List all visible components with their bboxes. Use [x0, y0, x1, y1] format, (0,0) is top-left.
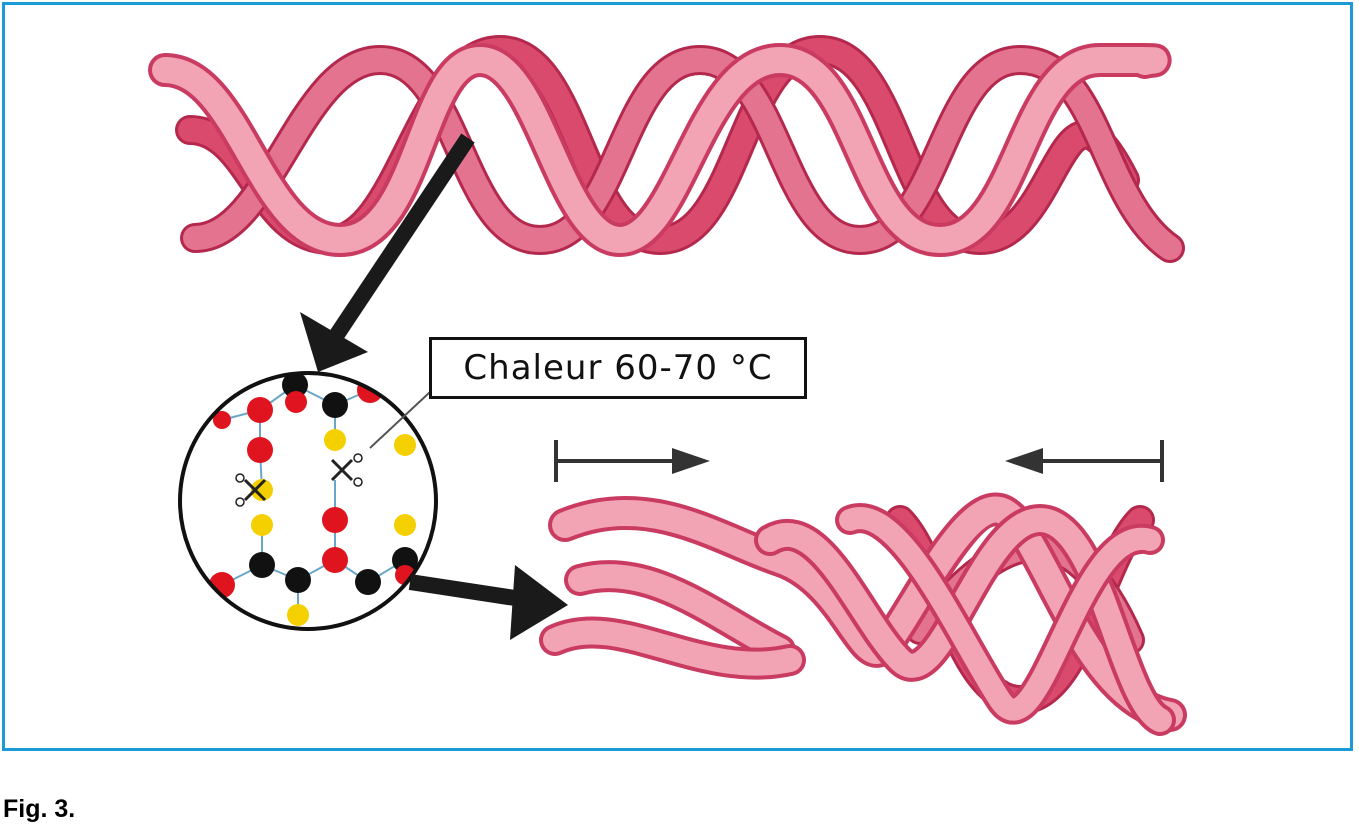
collagen-denaturation-diagram: [148, 34, 1187, 736]
arrow-to-detail: [300, 133, 475, 372]
helix-strand-middle: [180, 44, 1185, 263]
contraction-arrow-left: [554, 440, 710, 482]
label-pointer-line: [369, 391, 431, 449]
heat-label-box: Chaleur 60-70 °C: [429, 337, 807, 399]
heat-label: Chaleur 60-70 °C: [463, 348, 773, 388]
helix-strand-front: [148, 42, 1172, 258]
triple-helix-intact: [148, 34, 1185, 263]
scissors-icon: [235, 473, 267, 507]
contraction-arrow-right: [1005, 440, 1164, 482]
figure-caption: Fig. 3.: [3, 795, 76, 823]
triple-helix-denatured: [539, 492, 1187, 736]
scissors-icon: [330, 453, 363, 487]
atom-group: [209, 373, 418, 626]
molecular-detail-circle: [178, 371, 438, 631]
arrow-to-denatured: [408, 565, 568, 640]
